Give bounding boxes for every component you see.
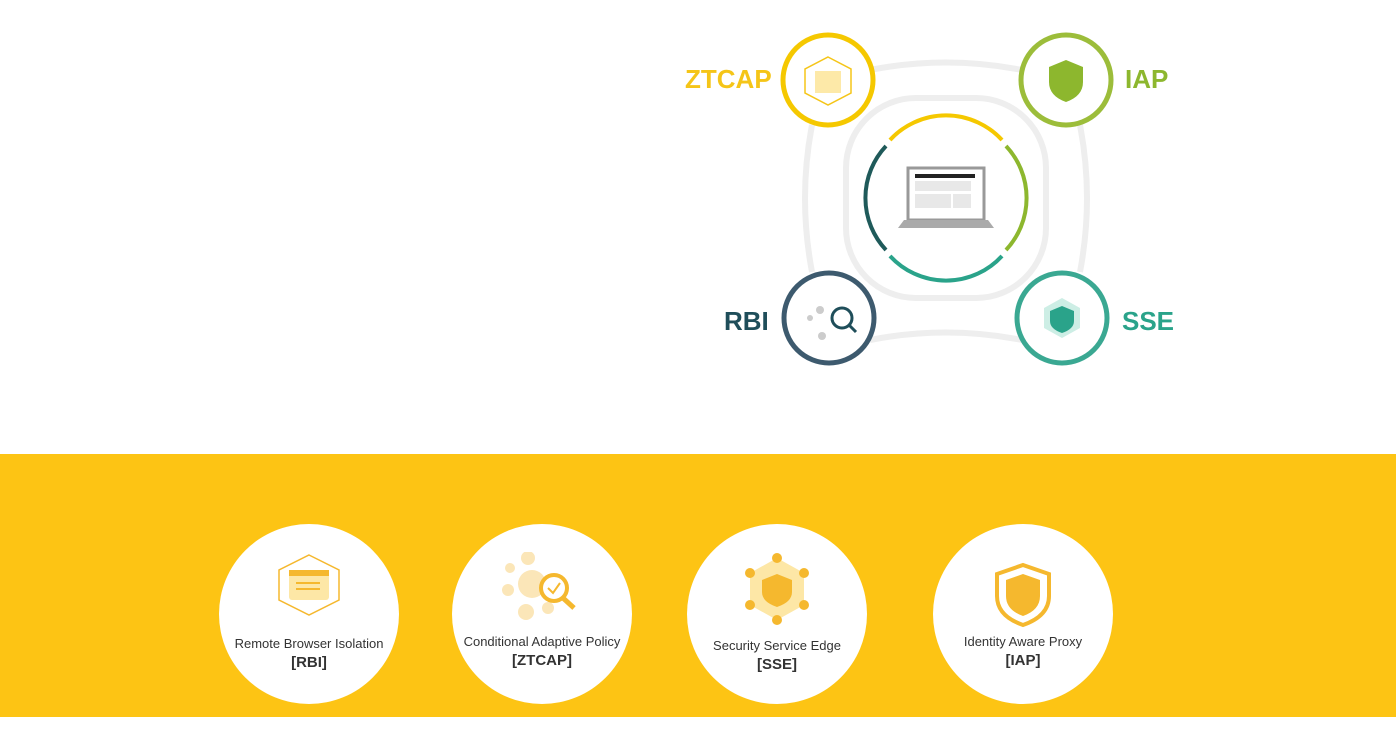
card-name: Security Service Edge — [713, 638, 841, 653]
ztcap-node — [780, 32, 876, 128]
card-sse: Security Service Edge [SSE] — [687, 524, 867, 704]
node-label-rbi: RBI — [724, 306, 769, 336]
browser-box-icon — [804, 56, 852, 106]
card-abbr: [ZTCAP] — [512, 652, 572, 669]
card-name: Identity Aware Proxy — [963, 634, 1083, 649]
center-ring — [863, 113, 1029, 283]
sse-node — [1014, 270, 1110, 366]
laptop-icon — [898, 166, 994, 228]
card-name: Remote Browser Isolation — [234, 636, 384, 651]
browser-box-icon — [278, 554, 340, 616]
security-diagram — [780, 32, 1114, 366]
card-rbi: Remote Browser Isolation [RBI] — [219, 524, 399, 704]
card-name: Conditional Adaptive Policy — [463, 634, 621, 649]
node-label-iap: IAP — [1125, 64, 1169, 94]
node-label-ztcap: ZTCAP — [685, 64, 772, 94]
card-abbr: [IAP] — [1005, 652, 1041, 669]
card-abbr: [SSE] — [756, 656, 797, 673]
network-search-icon — [502, 552, 576, 620]
search-icon — [830, 306, 854, 330]
shield-network-icon — [745, 553, 809, 625]
shield-icon — [1049, 60, 1083, 102]
rbi-node — [781, 270, 877, 366]
iap-node — [1018, 32, 1114, 128]
card-abbr: [RBI] — [291, 654, 327, 671]
node-label-sse: SSE — [1122, 306, 1175, 336]
card-iap: Identity Aware Proxy [IAP] — [933, 524, 1113, 704]
card-ztcap: Conditional Adaptive Policy [ZTCAP] — [452, 524, 632, 704]
shield-icon — [995, 562, 1051, 628]
